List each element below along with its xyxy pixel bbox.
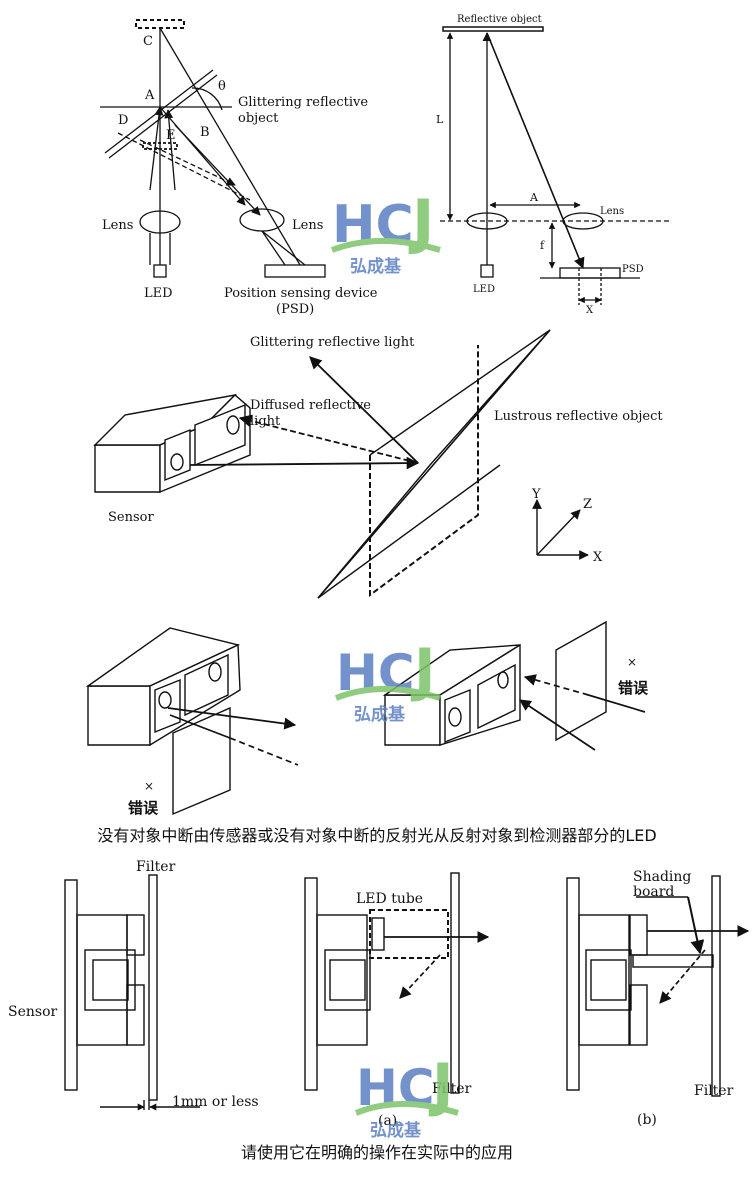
label-sub-b: (b)	[637, 1112, 657, 1128]
label-l: L	[436, 113, 444, 126]
label-a2: A	[529, 191, 539, 204]
label-led2: LED	[473, 284, 495, 295]
label-filter-top: Filter	[136, 859, 176, 875]
label-theta: θ	[218, 79, 226, 94]
panel-filter-left	[64, 874, 200, 1111]
label-lens-left: Lens	[102, 218, 133, 233]
wrong-label-right: 错误	[618, 679, 649, 697]
wrong-mark-right: ×	[627, 655, 637, 669]
label-sensor-left: Sensor	[8, 1004, 58, 1020]
panel-led-tube	[304, 872, 490, 1094]
label-glittering-light: Glittering reflective light	[250, 335, 415, 350]
panel-triangulation	[440, 26, 670, 305]
panel-wrong-right	[382, 620, 646, 751]
svg-text:弘成基: 弘成基	[370, 1120, 422, 1141]
panel-glittering-object	[100, 19, 326, 278]
label-lens2: Lens	[600, 206, 624, 217]
label-e: E	[166, 128, 176, 143]
panel-shading-board	[566, 875, 750, 1097]
label-shading-2: board	[633, 884, 674, 900]
watermark-logo-middle: HC J 弘成基	[334, 636, 441, 725]
caption-1: 没有对象中断由传感器或没有对象中断的反射光从反射对象到检测器部分的LED	[97, 826, 656, 845]
label-led: LED	[144, 286, 173, 301]
label-lustrous: Lustrous reflective object	[494, 409, 663, 424]
label-led-tube: LED tube	[356, 891, 423, 907]
axis-label-x: X	[593, 550, 603, 565]
label-x2: X	[586, 305, 594, 316]
wrong-mark-left: ×	[144, 779, 154, 793]
label-psd2: PSD	[622, 264, 644, 275]
label-glittering-object-2: object	[238, 111, 279, 126]
label-sub-a: (a)	[378, 1113, 397, 1129]
label-gap: 1mm or less	[172, 1094, 259, 1110]
label-psd-1: Position sensing device	[224, 286, 378, 301]
label-diffused-1: Diffused reflective	[250, 398, 371, 413]
svg-text:弘成基: 弘成基	[350, 256, 402, 277]
label-sensor: Sensor	[108, 510, 154, 525]
axis-label-y: Y	[531, 487, 541, 502]
label-b: B	[200, 125, 210, 140]
label-d: D	[118, 113, 128, 128]
label-f: f	[540, 239, 545, 252]
label-shading-1: Shading	[633, 869, 691, 885]
panel-lustrous-object	[93, 329, 589, 599]
panel-wrong-left	[85, 627, 299, 816]
label-a: A	[144, 88, 155, 103]
label-filter-mid: Filter	[432, 1081, 472, 1097]
caption-2: 请使用它在明确的操作在实际中的应用	[241, 1143, 513, 1162]
svg-text:弘成基: 弘成基	[354, 704, 406, 725]
label-reflective-object: Reflective object	[457, 14, 542, 25]
wrong-label-left: 错误	[128, 799, 159, 817]
label-glittering-object-1: Glittering reflective	[238, 95, 368, 110]
axis-label-z: Z	[583, 497, 592, 512]
label-filter-right: Filter	[694, 1083, 734, 1099]
label-psd-2: (PSD)	[276, 302, 314, 317]
watermark-logo-top: HC J 弘成基	[330, 187, 441, 277]
label-c: C	[143, 34, 153, 49]
watermark-logo-bottom: HC J 弘成基	[354, 1051, 459, 1141]
label-lens-right: Lens	[292, 218, 323, 233]
label-diffused-2: light	[250, 414, 281, 429]
